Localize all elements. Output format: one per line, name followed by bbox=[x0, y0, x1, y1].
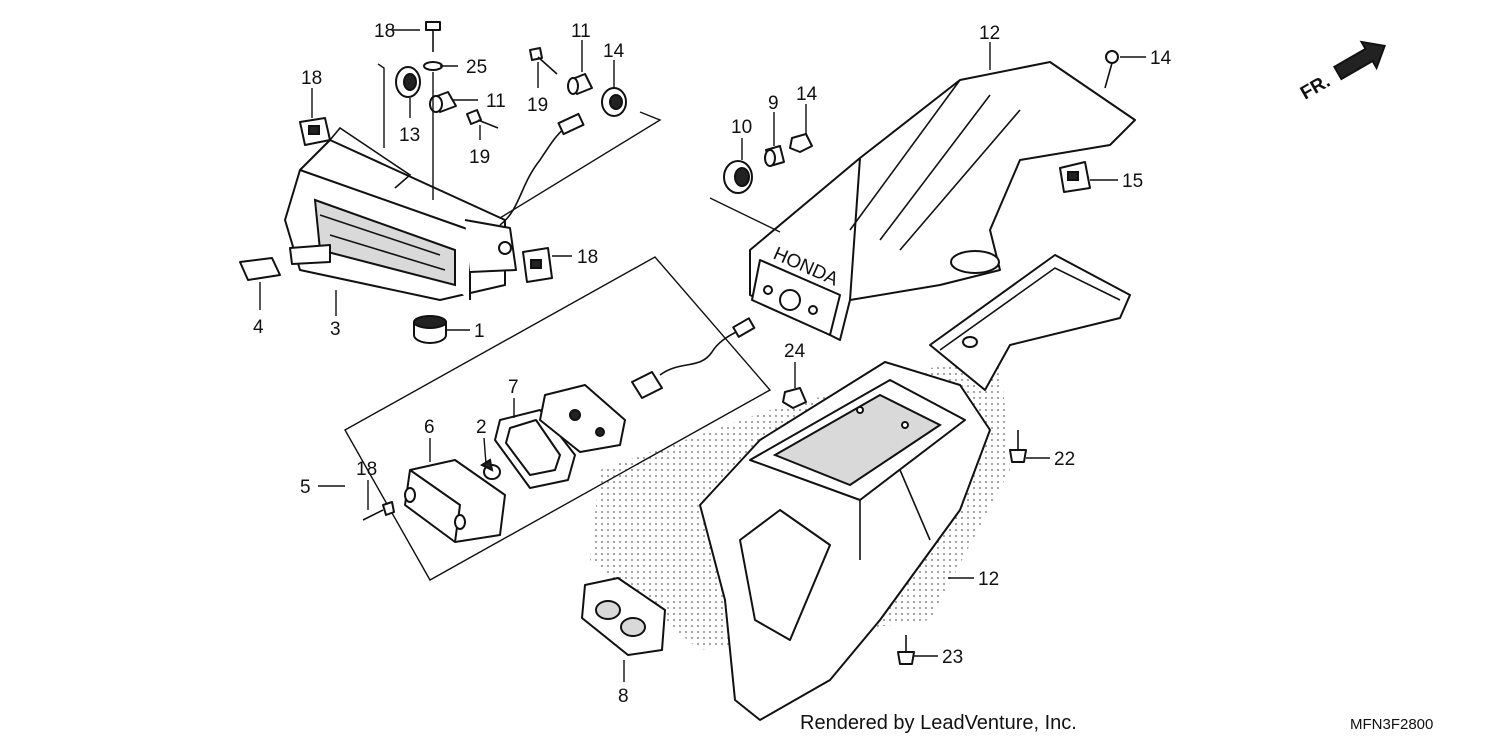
collar-11-left[interactable] bbox=[429, 91, 457, 113]
callout-12: 12 bbox=[979, 23, 1000, 44]
callout-14: 14 bbox=[603, 41, 625, 62]
drawing-code: MFN3F2800 bbox=[1350, 716, 1434, 733]
callout-8: 8 bbox=[618, 686, 629, 707]
tail-light-assembly[interactable] bbox=[284, 112, 585, 301]
callout-24: 24 bbox=[784, 341, 806, 362]
callout-18: 18 bbox=[301, 68, 322, 89]
license-lens-6[interactable] bbox=[404, 459, 506, 543]
callout-22: 22 bbox=[1054, 449, 1075, 470]
arrow-icon bbox=[1333, 40, 1386, 81]
callout-21: 18 bbox=[374, 21, 395, 42]
washer-25[interactable] bbox=[423, 61, 443, 71]
bulb-2[interactable] bbox=[479, 458, 501, 480]
callout-5: 5 bbox=[300, 477, 311, 498]
inner-splash-panel[interactable] bbox=[929, 254, 1131, 391]
front-label: FR. bbox=[1297, 71, 1334, 104]
callout-6: 6 bbox=[424, 417, 435, 438]
clip-18-upper[interactable] bbox=[299, 117, 331, 146]
rear-fender-bracket-12[interactable] bbox=[749, 61, 1136, 341]
nut-24[interactable] bbox=[782, 387, 807, 409]
callout-19: 19 bbox=[527, 95, 548, 116]
screw-23[interactable] bbox=[897, 635, 915, 665]
callout-1: 1 bbox=[474, 321, 485, 342]
callout-20: 18 bbox=[356, 459, 377, 480]
callout-18: 18 bbox=[577, 247, 598, 268]
collar-9[interactable] bbox=[764, 145, 785, 167]
callout-15: 14 bbox=[1150, 48, 1172, 69]
license-housing[interactable] bbox=[539, 384, 626, 453]
screw-20[interactable] bbox=[362, 501, 395, 521]
front-direction-marker: FR. bbox=[1297, 40, 1386, 104]
credit-text: Rendered by LeadVenture, Inc. bbox=[800, 712, 1077, 734]
callout-11: 11 bbox=[486, 91, 506, 112]
license-light-8[interactable] bbox=[581, 577, 666, 656]
callout-14: 13 bbox=[399, 125, 420, 146]
callout-2: 2 bbox=[476, 417, 487, 438]
callout-23: 23 bbox=[942, 647, 963, 668]
callout-16: 14 bbox=[796, 84, 818, 105]
license-light-group-box bbox=[344, 256, 772, 581]
callout-7: 7 bbox=[508, 377, 519, 398]
bolt-19-left[interactable] bbox=[466, 109, 499, 129]
screw-21[interactable] bbox=[425, 21, 441, 52]
grommet-10[interactable] bbox=[723, 160, 753, 194]
reflector-pad-4[interactable] bbox=[239, 257, 281, 281]
grommet-1[interactable] bbox=[413, 315, 447, 344]
callout-3: 3 bbox=[330, 319, 341, 340]
nut-16[interactable] bbox=[789, 133, 813, 153]
bolt-15[interactable] bbox=[1104, 50, 1119, 89]
callout-19: 19 bbox=[469, 147, 490, 168]
callout-13: 12 bbox=[978, 569, 999, 590]
grommet-14-left[interactable] bbox=[395, 66, 421, 98]
clip-18-lower[interactable] bbox=[522, 247, 553, 283]
collar-11-right[interactable] bbox=[567, 73, 593, 95]
callout-11: 11 bbox=[571, 21, 591, 42]
grommet-14-right[interactable] bbox=[601, 87, 627, 117]
callout-9: 9 bbox=[768, 93, 779, 114]
callout-17: 15 bbox=[1122, 171, 1143, 192]
socket-harness[interactable] bbox=[631, 317, 756, 399]
bolt-19-right[interactable] bbox=[529, 47, 558, 75]
callout-4: 4 bbox=[253, 317, 264, 338]
rear-fender-13[interactable] bbox=[699, 361, 991, 721]
clip-17[interactable] bbox=[1059, 161, 1091, 193]
callout-25: 25 bbox=[466, 57, 487, 78]
callout-10: 10 bbox=[731, 117, 752, 138]
screw-22[interactable] bbox=[1009, 430, 1027, 463]
